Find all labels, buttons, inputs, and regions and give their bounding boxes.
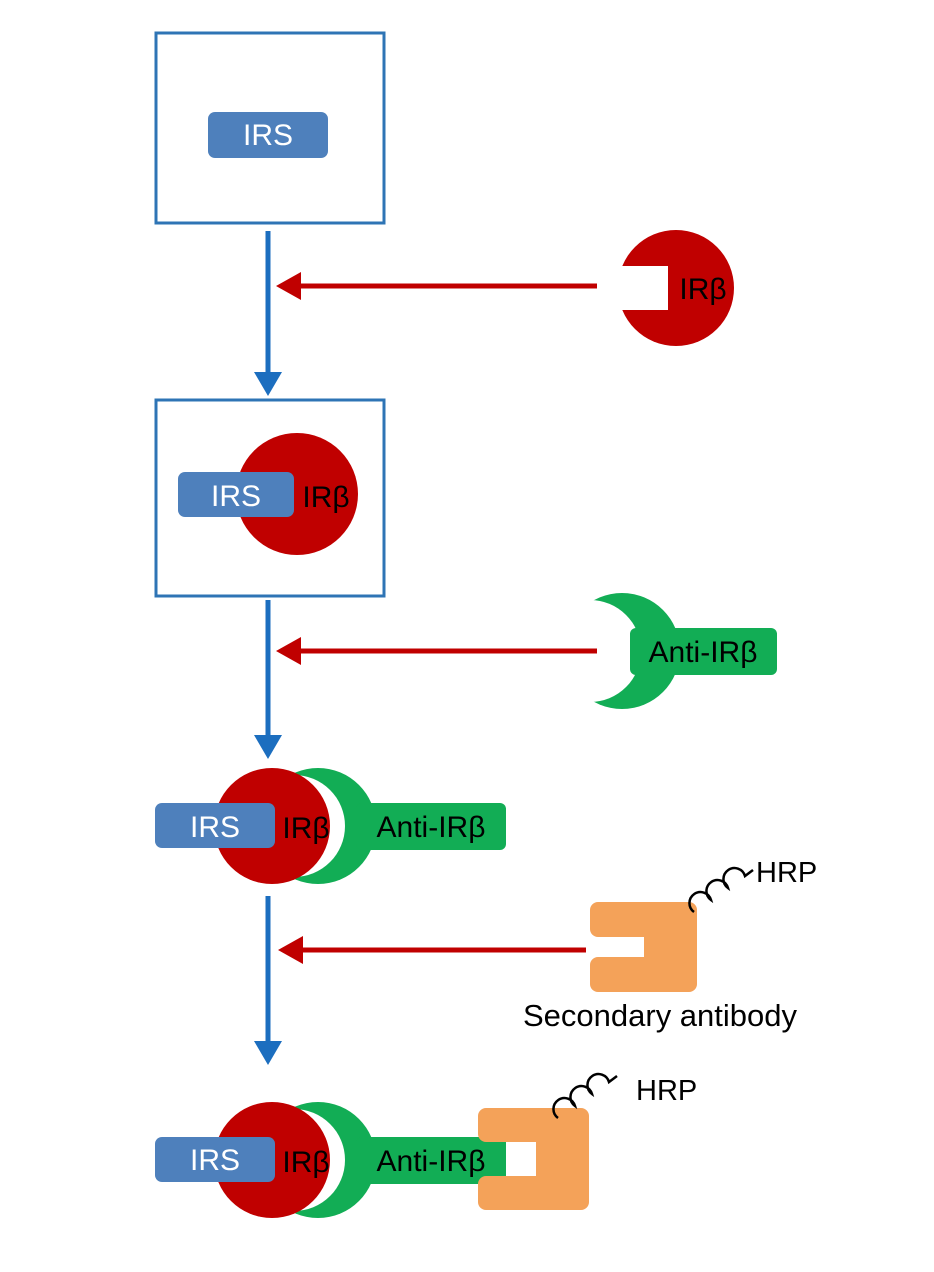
flow-arrow-2	[254, 600, 282, 759]
stage-1-well: IRS	[154, 31, 386, 225]
add-irb-arrow-head	[276, 272, 301, 300]
irs-label: IRS	[190, 811, 240, 844]
irb-circle	[236, 433, 358, 555]
hrp-label: HRP	[756, 857, 817, 889]
hrp-linker-squiggle	[688, 866, 754, 914]
irs-block	[178, 472, 294, 517]
secondary-antibody-reagent: HRP Secondary antibody	[523, 857, 817, 1033]
irb-protein-body	[618, 230, 734, 346]
irb-label: IRβ	[282, 812, 329, 845]
flow-arrow-3	[254, 896, 282, 1065]
flow-arrow-3-head	[254, 1041, 282, 1065]
anti-irb-label: Anti-IRβ	[377, 1145, 486, 1178]
add-secondary-antibody-arrow-head	[278, 936, 303, 964]
anti-irb-label: Anti-IRβ	[377, 811, 486, 844]
flow-arrow-1-head	[254, 372, 282, 396]
irs-label: IRS	[190, 1144, 240, 1177]
irs-block	[208, 112, 328, 158]
irs-label: IRS	[243, 119, 293, 152]
stage-3-complex: IRS IRβ Anti-IRβ	[155, 768, 506, 884]
irs-block	[155, 1137, 275, 1182]
stage-4-complex: IRS IRβ Anti-IRβ HRP	[155, 1072, 697, 1218]
anti-irb-tag	[356, 803, 506, 850]
anti-irb-label: Anti-IRβ	[649, 636, 758, 669]
flow-arrow-1	[254, 231, 282, 396]
well-outline-1	[154, 31, 386, 225]
irb-reagent-label: IRβ	[679, 273, 726, 306]
secondary-antibody-label: Secondary antibody	[523, 998, 798, 1033]
irb-binding-notch	[610, 266, 668, 310]
anti-irb-tag	[356, 1137, 506, 1184]
hrp-linker-squiggle	[552, 1072, 618, 1120]
add-anti-irb-arrow-head	[276, 637, 301, 665]
flow-arrow-2-head	[254, 735, 282, 759]
stage-2-well: IRS IRβ	[154, 398, 386, 598]
anti-irb-tag	[630, 628, 777, 675]
irb-label: IRβ	[302, 481, 349, 514]
clamp-spine	[536, 1108, 589, 1210]
irb-reagent: IRβ	[610, 230, 734, 346]
clamp-spine	[644, 902, 697, 992]
add-secondary-antibody-arrow	[278, 936, 586, 964]
well-outline-2	[154, 398, 386, 598]
add-anti-irb-arrow	[276, 637, 597, 665]
irs-block	[155, 803, 275, 848]
irs-label: IRS	[211, 480, 261, 513]
add-irb-arrow	[276, 272, 597, 300]
irb-label: IRβ	[282, 1146, 329, 1179]
hrp-label: HRP	[636, 1075, 697, 1107]
